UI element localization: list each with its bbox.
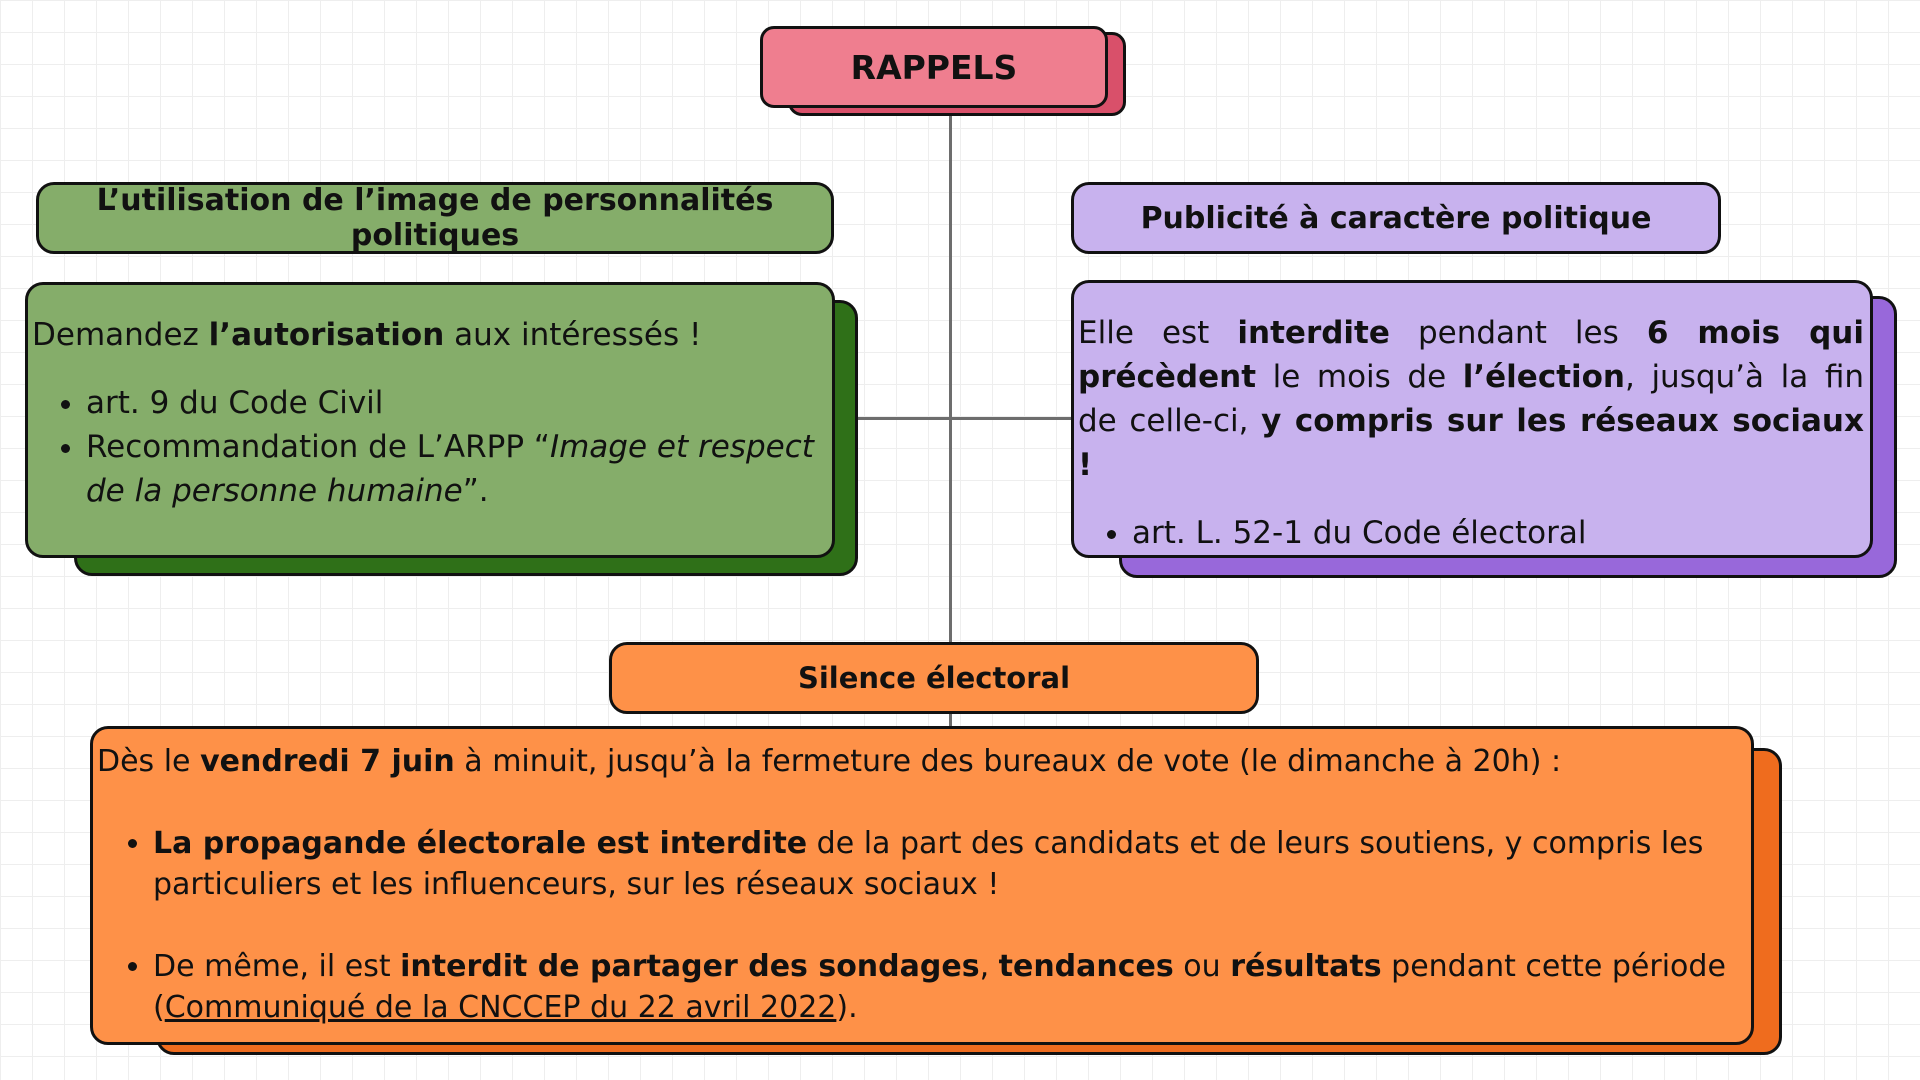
political-ads-title: Publicité à caractère politique bbox=[1140, 200, 1652, 236]
electoral-silence-header: Silence électoral bbox=[609, 642, 1259, 714]
electoral-silence-card: Dès le vendredi 7 juin à minuit, jusqu’à… bbox=[90, 726, 1754, 1045]
image-usage-list: art. 9 du Code Civil Recommandation de L… bbox=[32, 381, 832, 513]
list-item: La propagande électorale est interdite d… bbox=[153, 823, 1751, 905]
page-title: RAPPELS bbox=[760, 26, 1108, 108]
image-usage-title: L’utilisation de l’image de personnalité… bbox=[96, 183, 774, 253]
communique-link[interactable]: Communiqué de la CNCCEP du 22 avril 2022 bbox=[164, 990, 837, 1025]
electoral-silence-title: Silence électoral bbox=[797, 661, 1071, 695]
electoral-silence-list: La propagande électorale est interdite d… bbox=[97, 823, 1751, 1028]
list-item: De même, il est interdit de partager des… bbox=[153, 946, 1751, 1028]
electoral-silence-intro: Dès le vendredi 7 juin à minuit, jusqu’à… bbox=[97, 744, 1562, 779]
political-ads-card: Elle est interdite pendant les 6 mois qu… bbox=[1071, 280, 1873, 558]
list-item: art. L. 52-1 du Code électoral bbox=[1132, 511, 1864, 555]
image-usage-card: Demandez l’autorisation aux intéressés !… bbox=[25, 282, 835, 558]
political-ads-list: art. L. 52-1 du Code électoral bbox=[1078, 511, 1864, 555]
political-ads-text: Elle est interdite pendant les 6 mois qu… bbox=[1078, 315, 1864, 483]
political-ads-header: Publicité à caractère politique bbox=[1071, 182, 1721, 254]
image-usage-intro: Demandez l’autorisation aux intéressés ! bbox=[32, 317, 702, 353]
page-title-text: RAPPELS bbox=[850, 47, 1018, 87]
image-usage-header: L’utilisation de l’image de personnalité… bbox=[36, 182, 834, 254]
list-item: art. 9 du Code Civil bbox=[86, 381, 832, 425]
list-item: Recommandation de L’ARPP “Image et respe… bbox=[86, 425, 832, 513]
connector-horizontal bbox=[835, 417, 1071, 420]
